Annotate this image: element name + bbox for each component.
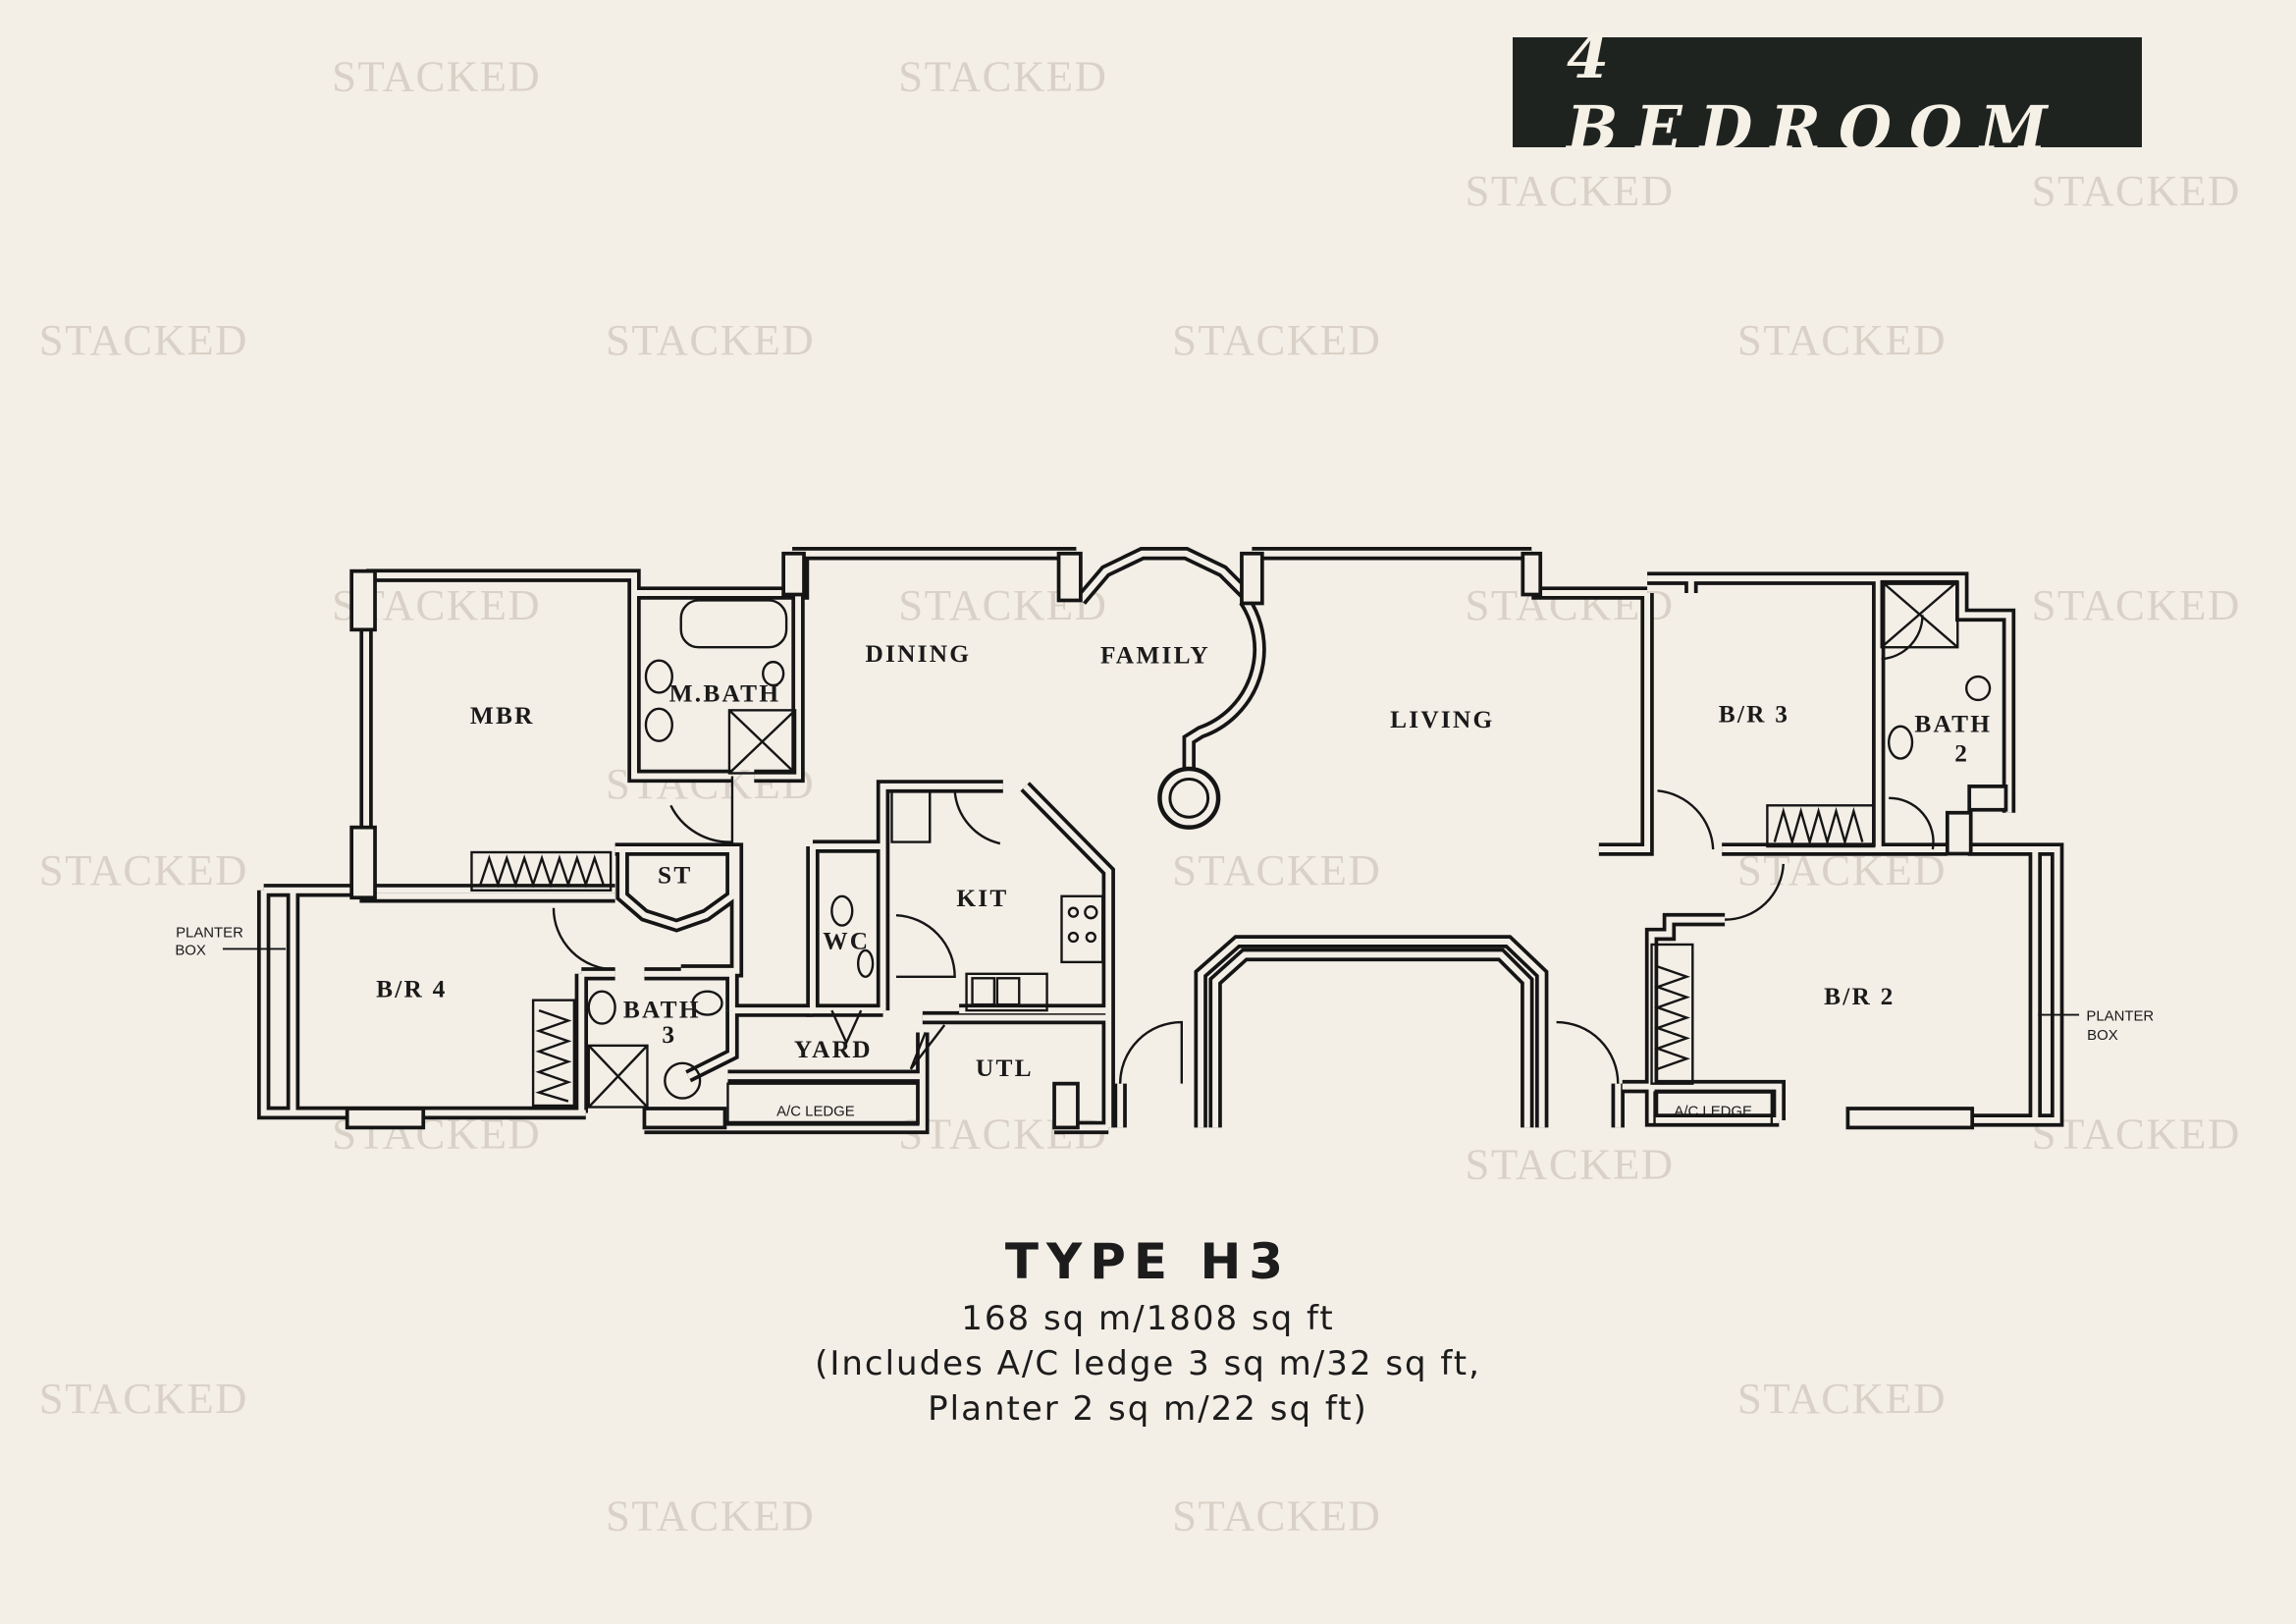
unit-includes-line-2: Planter 2 sq m/22 sq ft) [928, 1389, 1368, 1429]
label-living: LIVING [1390, 706, 1494, 733]
watermark: STACKED [606, 315, 815, 364]
label-bath3: BATH [623, 997, 701, 1024]
watermark: STACKED [1737, 315, 1947, 364]
bedroom-count-badge: 4 BEDROOM [1513, 21, 2142, 164]
watermark: STACKED [1737, 1374, 1947, 1423]
fixtures [222, 551, 2080, 1130]
label-bath2: BATH [1914, 711, 1992, 738]
label-planter-left-box: BOX [175, 943, 206, 958]
label-mbr: MBR [470, 702, 535, 730]
watermark: STACKED [39, 1374, 248, 1423]
label-planter-right: PLANTER [2086, 1009, 2154, 1025]
label-planter-left: PLANTER [176, 926, 243, 942]
label-ac-ledge-left: A/C LEDGE [776, 1104, 855, 1119]
watermark: STACKED [1172, 315, 1381, 364]
unit-includes-line-1: (Includes A/C ledge 3 sq m/32 sq ft, [815, 1344, 1481, 1383]
watermark: STACKED [2032, 580, 2241, 629]
label-utl: UTL [976, 1055, 1034, 1082]
watermark: STACKED [2032, 1109, 2241, 1158]
label-planter-right-box: BOX [2087, 1028, 2118, 1044]
label-dining: DINING [865, 640, 971, 668]
watermark: STACKED [1465, 1140, 1674, 1189]
watermark: STACKED [332, 51, 541, 100]
label-ac-ledge-right: A/C LEDGE [1674, 1104, 1752, 1119]
unit-type-title: TYPE H3 [1004, 1233, 1292, 1290]
label-kit: KIT [956, 885, 1008, 912]
label-bath2-number: 2 [1954, 740, 1969, 768]
unit-caption: TYPE H3 168 sq m/1808 sq ft (Includes A/… [0, 1227, 2296, 1432]
watermark: STACKED [606, 1491, 815, 1541]
watermark: STACKED [1172, 845, 1381, 894]
watermark: STACKED [2032, 166, 2241, 215]
badge-text: 4 BEDROOM [1567, 21, 2065, 164]
watermarks: STACKED STACKED STACKED STACKED STACKED … [39, 51, 2241, 1541]
label-wc: WC [823, 927, 870, 954]
label-bath3-number: 3 [662, 1021, 676, 1049]
watermark: STACKED [1172, 1491, 1381, 1541]
label-st: ST [658, 861, 692, 889]
room-labels: MBR M.BATH DINING FAMILY LIVING B/R 3 BA… [175, 640, 2154, 1119]
label-m-bath: M.BATH [669, 679, 781, 707]
watermark: STACKED [898, 51, 1107, 100]
unit-area: 168 sq m/1808 sq ft [961, 1299, 1335, 1338]
label-yard: YARD [794, 1036, 873, 1063]
label-br2: B/R 2 [1824, 983, 1895, 1010]
label-br3: B/R 3 [1719, 700, 1789, 728]
watermark: STACKED [39, 315, 248, 364]
label-family: FAMILY [1100, 642, 1210, 670]
watermark: STACKED [1465, 166, 1674, 215]
label-br4: B/R 4 [376, 976, 447, 1003]
watermark: STACKED [39, 845, 248, 894]
